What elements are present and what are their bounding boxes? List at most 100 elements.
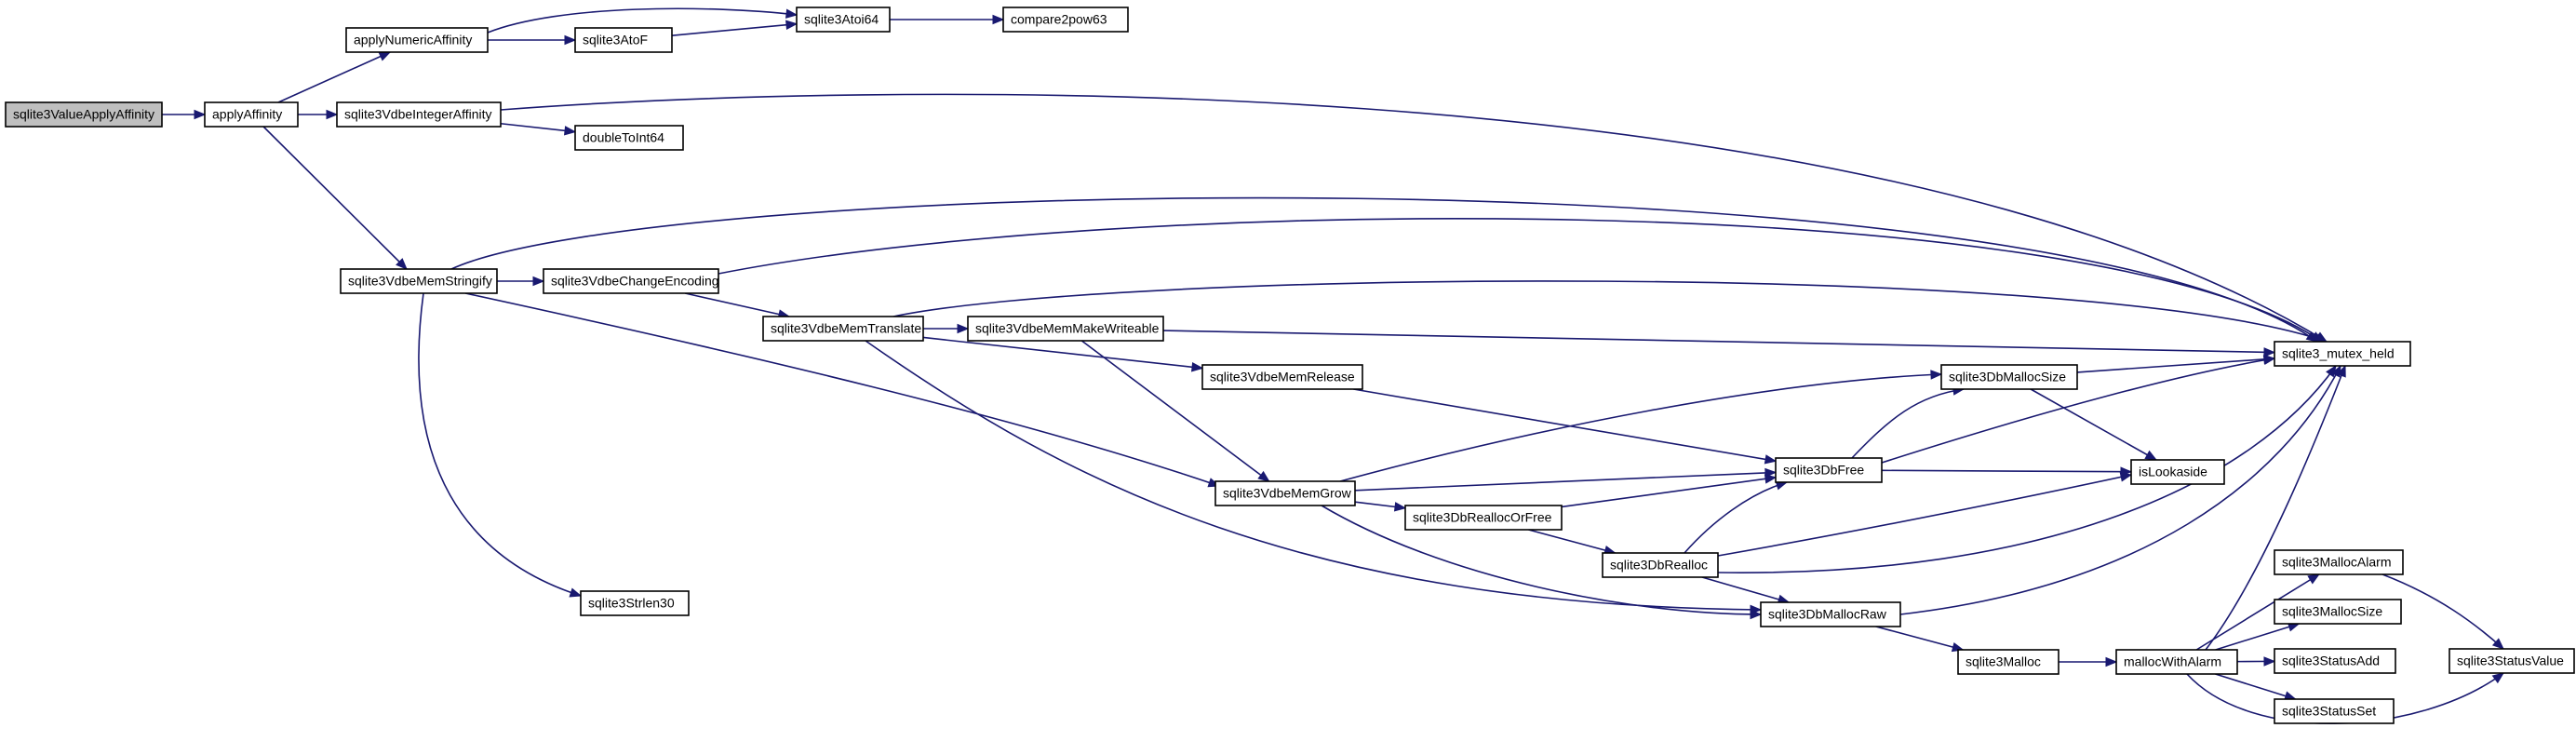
- edge-line: [1339, 373, 1942, 482]
- node-sqlite3DbMallocRaw[interactable]: sqlite3DbMallocRaw: [1760, 601, 1901, 627]
- node-box[interactable]: [574, 27, 673, 53]
- node-sqlite3MallocSize[interactable]: sqlite3MallocSize: [2274, 599, 2402, 625]
- edge-sqlite3VdbeMemTranslate-to-sqlite3VdbeMemMakeWriteable: [923, 323, 970, 334]
- node-box[interactable]: [543, 268, 719, 294]
- node-box[interactable]: [340, 268, 498, 294]
- edge-sqlite3Malloc-to-mallocWithAlarm: [2059, 656, 2118, 667]
- edge-line: [2030, 388, 2157, 461]
- node-applyAffinity[interactable]: applyAffinity: [204, 101, 299, 128]
- node-box[interactable]: [1775, 457, 1883, 483]
- edge-sqlite3VdbeMemGrow-to-sqlite3DbFree: [1354, 467, 1778, 492]
- node-box[interactable]: [2274, 698, 2395, 724]
- edge-arrowhead: [1257, 470, 1270, 482]
- edge-sqlite3VdbeMemGrow-to-sqlite3DbReallocOrFree: [1354, 501, 1407, 512]
- edge-line: [262, 126, 408, 270]
- node-sqlite3_mutex_held[interactable]: sqlite3_mutex_held: [2274, 341, 2411, 367]
- node-sqlite3DbFree[interactable]: sqlite3DbFree: [1775, 457, 1883, 483]
- node-box[interactable]: [336, 101, 502, 128]
- node-box[interactable]: [2274, 599, 2402, 625]
- edge-applyAffinity-to-sqlite3VdbeIntegerAffinity: [298, 109, 339, 120]
- edge-arrowhead: [1393, 502, 1407, 512]
- node-sqlite3VdbeMemGrow[interactable]: sqlite3VdbeMemGrow: [1214, 480, 1356, 506]
- node-box[interactable]: [967, 316, 1164, 342]
- node-box[interactable]: [345, 27, 489, 53]
- node-label: sqlite3AtoF: [583, 33, 648, 47]
- node-box[interactable]: [796, 7, 891, 33]
- node-label: sqlite3_mutex_held: [2282, 346, 2395, 361]
- node-sqlite3Strlen30[interactable]: sqlite3Strlen30: [580, 590, 690, 616]
- node-box[interactable]: [1602, 552, 1719, 578]
- node-box[interactable]: [1214, 480, 1356, 506]
- node-label: sqlite3VdbeMemTranslate: [771, 321, 921, 336]
- node-sqlite3StatusSet[interactable]: sqlite3StatusSet: [2274, 698, 2395, 724]
- node-label: sqlite3StatusAdd: [2282, 654, 2380, 668]
- edge-applyNumericAffinity-to-sqlite3Atoi64: [487, 7, 798, 34]
- node-sqlite3ValueApplyAffinity[interactable]: sqlite3ValueApplyAffinity: [5, 101, 163, 128]
- edge-arrowhead: [2491, 672, 2505, 684]
- edge-line: [1881, 469, 2132, 473]
- node-mallocWithAlarm[interactable]: mallocWithAlarm: [2115, 649, 2238, 675]
- edge-line: [1354, 471, 1777, 492]
- node-label: sqlite3VdbeIntegerAffinity: [344, 107, 492, 122]
- edge-line: [277, 51, 391, 103]
- node-box[interactable]: [2449, 648, 2575, 674]
- node-sqlite3VdbeMemRelease[interactable]: sqlite3VdbeMemRelease: [1201, 364, 1363, 390]
- node-label: sqlite3VdbeMemRelease: [1210, 370, 1355, 384]
- edge-sqlite3VdbeMemRelease-to-sqlite3DbFree: [1353, 388, 1778, 465]
- node-sqlite3MallocAlarm[interactable]: sqlite3MallocAlarm: [2274, 549, 2404, 575]
- node-sqlite3VdbeMemMakeWriteable[interactable]: sqlite3VdbeMemMakeWriteable: [967, 316, 1164, 342]
- node-box[interactable]: [1760, 601, 1901, 627]
- node-box[interactable]: [1002, 7, 1129, 33]
- edge-sqlite3MallocAlarm-to-sqlite3StatusValue: [2381, 573, 2504, 650]
- node-box[interactable]: [1957, 649, 2059, 675]
- edge-line: [922, 336, 1203, 370]
- node-sqlite3VdbeMemStringify[interactable]: sqlite3VdbeMemStringify: [340, 268, 498, 294]
- node-box[interactable]: [2274, 648, 2396, 674]
- node-compare2pow63[interactable]: compare2pow63: [1002, 7, 1129, 33]
- edge-arrowhead: [2336, 364, 2346, 378]
- node-sqlite3VdbeMemTranslate[interactable]: sqlite3VdbeMemTranslate: [762, 316, 924, 342]
- edge-sqlite3DbRealloc-to-sqlite3DbMallocRaw: [1701, 576, 1791, 604]
- node-box[interactable]: [580, 590, 690, 616]
- node-applyNumericAffinity[interactable]: applyNumericAffinity: [345, 27, 489, 53]
- node-sqlite3DbMallocSize[interactable]: sqlite3DbMallocSize: [1940, 364, 2078, 390]
- node-box[interactable]: [204, 101, 299, 128]
- edge-line: [487, 7, 798, 34]
- node-label: sqlite3ValueApplyAffinity: [13, 107, 154, 122]
- node-sqlite3DbRealloc[interactable]: sqlite3DbRealloc: [1602, 552, 1719, 578]
- edge-sqlite3DbRealloc-to-sqlite3DbFree: [1684, 480, 1789, 554]
- edge-sqlite3DbFree-to-sqlite3DbMallocSize: [1851, 385, 1966, 459]
- node-sqlite3Malloc[interactable]: sqlite3Malloc: [1957, 649, 2059, 675]
- node-box[interactable]: [2130, 459, 2225, 485]
- edge-line: [1321, 505, 1762, 615]
- edge-arrowhead: [1764, 467, 1778, 479]
- edge-sqlite3VdbeMemMakeWriteable-to-sqlite3VdbeMemGrow: [1080, 340, 1270, 482]
- node-box[interactable]: [5, 101, 163, 128]
- node-sqlite3AtoF[interactable]: sqlite3AtoF: [574, 27, 673, 53]
- edge-sqlite3ValueApplyAffinity-to-applyAffinity: [162, 109, 207, 120]
- node-sqlite3StatusAdd[interactable]: sqlite3StatusAdd: [2274, 648, 2396, 674]
- edge-arrowhead: [2263, 354, 2276, 365]
- node-box[interactable]: [762, 316, 924, 342]
- node-box[interactable]: [1404, 505, 1563, 531]
- node-box[interactable]: [1201, 364, 1363, 390]
- edge-line: [1875, 626, 1964, 651]
- node-box[interactable]: [1940, 364, 2078, 390]
- nodes-layer: sqlite3ValueApplyAffinity applyAffinity ap…: [5, 7, 2575, 724]
- node-doubleToInt64[interactable]: doubleToInt64: [574, 125, 684, 151]
- node-sqlite3VdbeIntegerAffinity[interactable]: sqlite3VdbeIntegerAffinity: [336, 101, 502, 128]
- edge-arrowhead: [992, 14, 1005, 25]
- edge-sqlite3DbMallocRaw-to-sqlite3Malloc: [1875, 626, 1965, 653]
- node-box[interactable]: [574, 125, 684, 151]
- node-isLookaside[interactable]: isLookaside: [2130, 459, 2225, 485]
- node-label: sqlite3StatusSet: [2282, 704, 2376, 719]
- edge-arrowhead: [2307, 573, 2320, 585]
- node-sqlite3VdbeChangeEncoding[interactable]: sqlite3VdbeChangeEncoding: [543, 268, 719, 294]
- node-label: mallocWithAlarm: [2124, 654, 2221, 669]
- node-sqlite3StatusValue[interactable]: sqlite3StatusValue: [2449, 648, 2575, 674]
- node-box[interactable]: [2115, 649, 2238, 675]
- node-sqlite3Atoi64[interactable]: sqlite3Atoi64: [796, 7, 891, 33]
- node-sqlite3DbReallocOrFree[interactable]: sqlite3DbReallocOrFree: [1404, 505, 1563, 531]
- node-box[interactable]: [2274, 341, 2411, 367]
- node-box[interactable]: [2274, 549, 2404, 575]
